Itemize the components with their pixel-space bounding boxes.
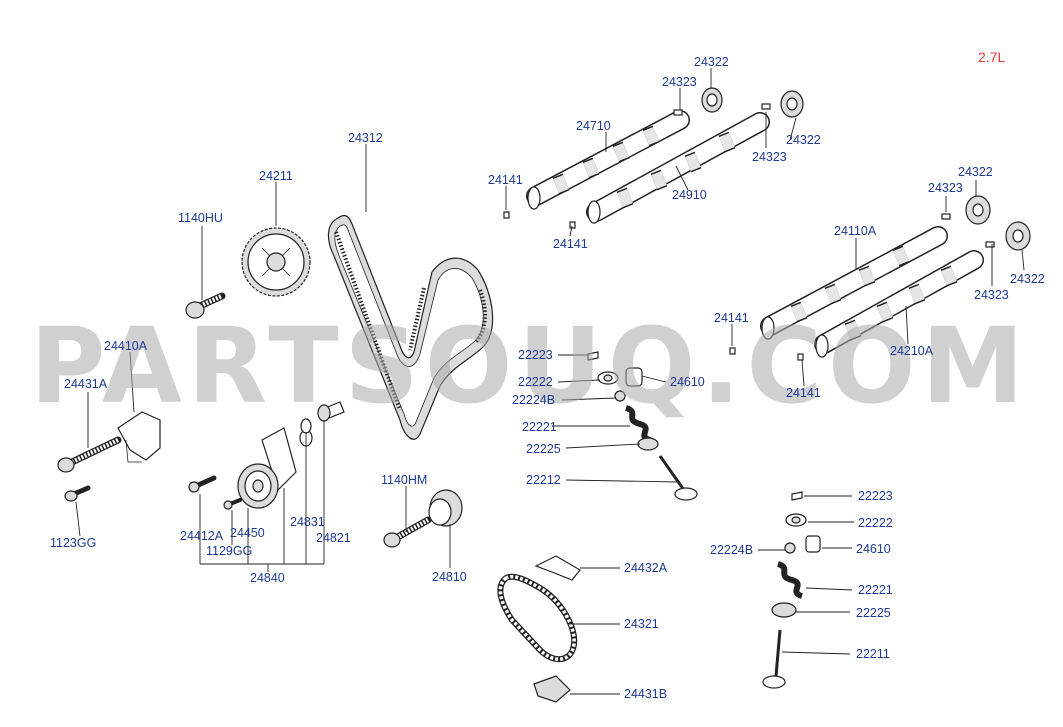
engine-version-label: 2.7L — [978, 49, 1005, 65]
part-label[interactable]: 24450 — [230, 526, 265, 540]
watermark: PARTSOUQ.COM — [30, 305, 1030, 427]
tensioner-bracket-drawing — [57, 411, 161, 473]
part-label[interactable]: 24323 — [662, 75, 697, 89]
part-label[interactable]: 22211 — [856, 647, 890, 661]
part-label[interactable]: 24840 — [250, 571, 285, 585]
part-label[interactable]: 22222 — [518, 375, 553, 389]
camshaft-24210a-drawing — [814, 221, 1031, 358]
part-label[interactable]: 24141 — [488, 173, 523, 187]
part-label[interactable]: 24141 — [714, 311, 749, 325]
part-label[interactable]: 24710 — [576, 119, 611, 133]
idler-pulley-drawing — [383, 489, 463, 548]
part-label[interactable]: 24322 — [786, 133, 821, 147]
part-label[interactable]: 24610 — [856, 542, 891, 556]
part-label[interactable]: 24831 — [290, 515, 325, 529]
part-label[interactable]: 22212 — [526, 473, 561, 487]
part-label[interactable]: 24821 — [316, 531, 351, 545]
part-label[interactable]: 24210A — [890, 344, 934, 358]
timing-belt-drawing — [327, 214, 494, 440]
part-labels: 24322 24323 24710 24322 24323 24312 2414… — [50, 55, 1045, 701]
part-label[interactable]: 22222 — [858, 516, 893, 530]
bolt-1123gg-drawing — [64, 485, 91, 502]
part-label[interactable]: 22225 — [526, 442, 561, 456]
part-label[interactable]: 24323 — [974, 288, 1009, 302]
part-label[interactable]: 24322 — [958, 165, 993, 179]
part-label[interactable]: 1129GG — [206, 544, 252, 558]
crank-sprocket-drawing — [241, 227, 311, 297]
part-label[interactable]: 24322 — [1010, 272, 1045, 286]
part-label[interactable]: 22224B — [512, 393, 555, 407]
part-label[interactable]: 24312 — [348, 131, 383, 145]
part-label[interactable]: 22223 — [858, 489, 893, 503]
key-pins-drawing — [503, 211, 804, 361]
bolt-1140hu-drawing — [185, 292, 226, 319]
camshaft-24110a-drawing — [760, 195, 991, 340]
part-label[interactable]: 24321 — [624, 617, 659, 631]
part-label[interactable]: 24610 — [670, 375, 705, 389]
part-label[interactable]: 24323 — [752, 150, 787, 164]
part-label[interactable]: 24141 — [786, 386, 821, 400]
camshaft-24710-drawing — [526, 87, 723, 210]
part-label[interactable]: 22221 — [522, 420, 557, 434]
part-label[interactable]: 24211 — [259, 169, 293, 183]
part-label[interactable]: 1140HM — [381, 473, 427, 487]
part-label[interactable]: 24110A — [834, 224, 877, 238]
part-label[interactable]: 22224B — [710, 543, 753, 557]
part-label[interactable]: 24322 — [694, 55, 729, 69]
part-label[interactable]: 1123GG — [50, 536, 96, 550]
part-label[interactable]: 24323 — [928, 181, 963, 195]
part-label[interactable]: 22221 — [858, 583, 893, 597]
part-label[interactable]: 22223 — [518, 348, 553, 362]
part-label[interactable]: 24431A — [64, 377, 108, 391]
tensioner-assembly-drawing — [188, 401, 345, 510]
part-label[interactable]: 24431B — [624, 687, 667, 701]
part-label[interactable]: 24412A — [180, 529, 224, 543]
part-label[interactable]: 24432A — [624, 561, 668, 575]
part-label[interactable]: 24410A — [104, 339, 148, 353]
part-label[interactable]: 24910 — [672, 188, 707, 202]
part-label[interactable]: 24141 — [553, 237, 588, 251]
part-label[interactable]: 24810 — [432, 570, 467, 584]
part-label[interactable]: 22225 — [856, 606, 891, 620]
part-label[interactable]: 1140HU — [178, 211, 223, 225]
valve-train-lower-drawing — [762, 491, 821, 689]
leader-lines — [75, 68, 1025, 695]
timing-chain-drawing — [497, 555, 581, 703]
valve-train-upper-drawing — [587, 351, 698, 501]
camshaft-24910-drawing — [586, 90, 804, 224]
